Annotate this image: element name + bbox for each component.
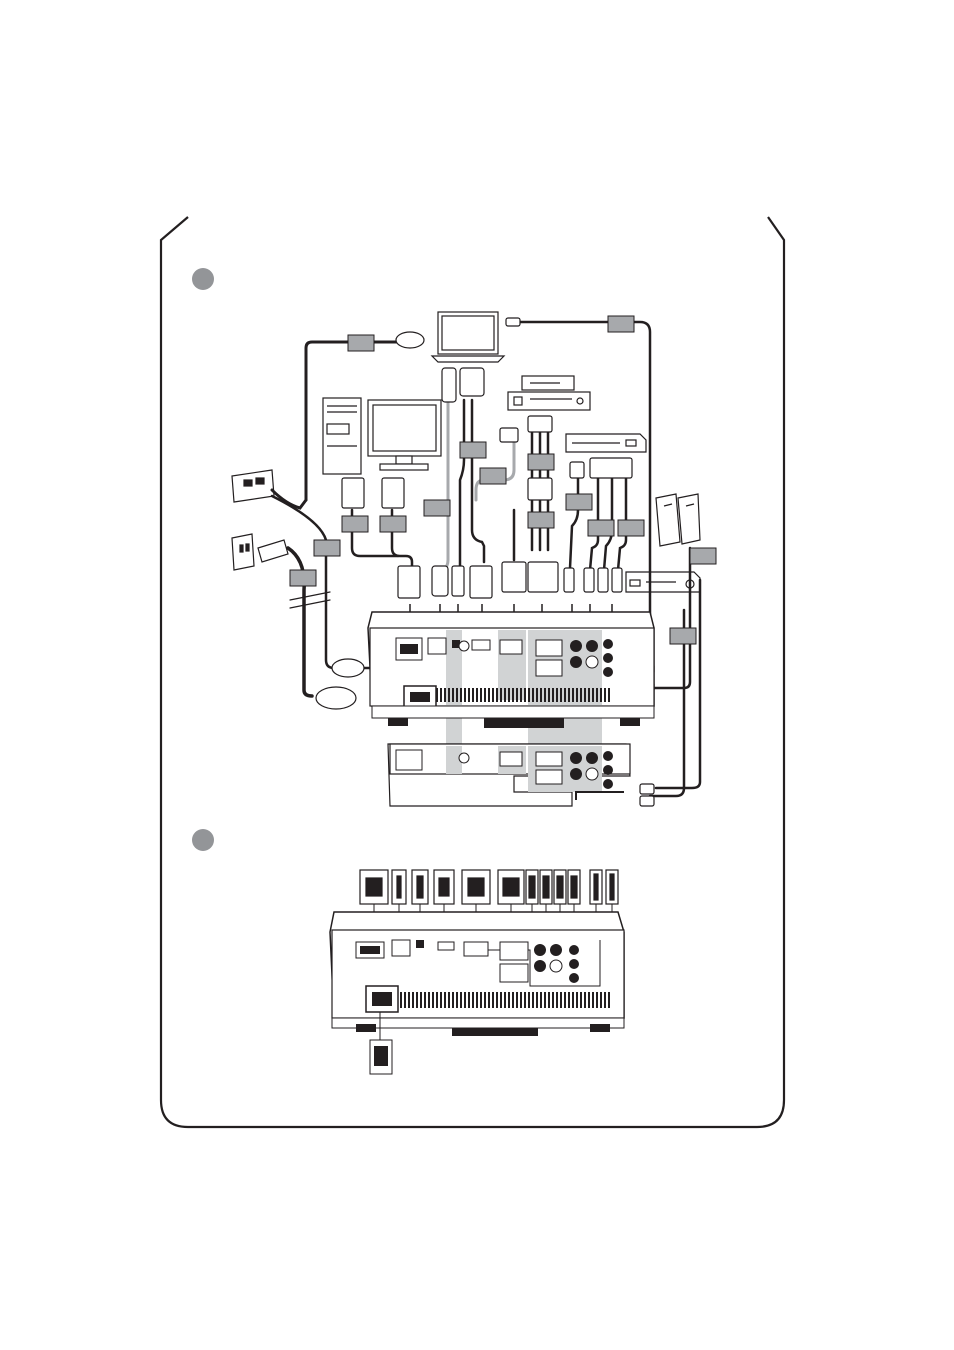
cable-label-box xyxy=(314,540,340,556)
cable-label-box xyxy=(690,548,716,564)
cable-label-box xyxy=(460,442,486,458)
projector-alt-panel xyxy=(388,744,630,806)
vcr-icon xyxy=(508,392,590,410)
port-identification xyxy=(330,870,624,1074)
cable-label-box xyxy=(424,500,450,516)
power-outlet-icon xyxy=(232,534,288,570)
section-dot-1 xyxy=(192,268,214,290)
set-top-box-icon xyxy=(566,434,646,452)
cable-label-box xyxy=(528,454,554,470)
cable-label-box xyxy=(290,570,316,586)
connection-diagram xyxy=(232,312,716,806)
cable-label-box xyxy=(670,628,696,644)
lan-jack-icon xyxy=(232,470,274,502)
cable-label-box xyxy=(348,335,374,351)
cable-label-box xyxy=(342,516,368,532)
pc-tower-icon xyxy=(323,398,361,474)
cable-label-box xyxy=(588,520,614,536)
cable-label-box xyxy=(480,468,506,484)
dvd-player-icon xyxy=(522,376,574,390)
cable-label-box xyxy=(566,494,592,510)
cable-label-box xyxy=(618,520,644,536)
cable-label-box xyxy=(528,512,554,528)
laptop-icon xyxy=(432,312,504,362)
monitor-icon xyxy=(368,400,441,470)
cable-label-box xyxy=(380,516,406,532)
cable-label-box xyxy=(608,316,634,332)
speaker-icon xyxy=(656,494,700,546)
section-dot-2 xyxy=(192,829,214,851)
